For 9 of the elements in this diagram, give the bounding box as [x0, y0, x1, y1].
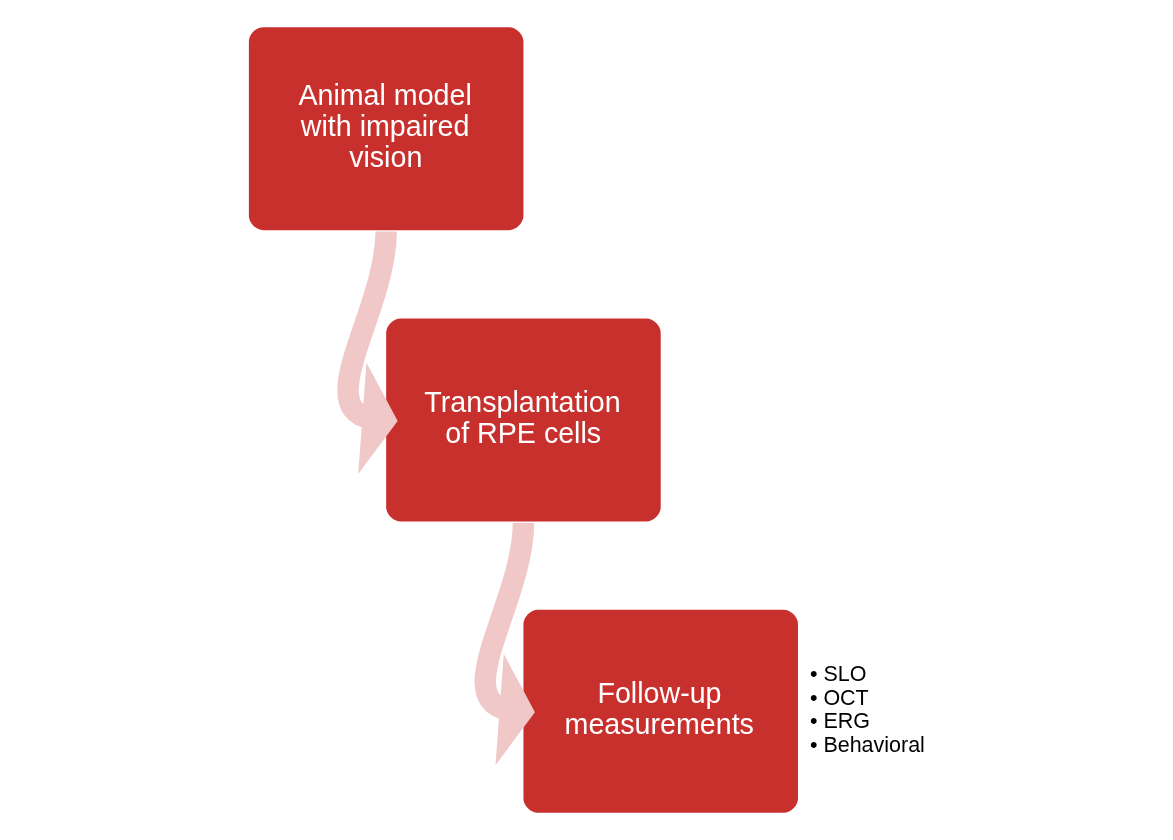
node-box: Transplantation of RPE cells: [385, 318, 661, 522]
node-label: • Behavioral: [809, 733, 925, 758]
arrow: [474, 521, 535, 766]
arrow: [337, 230, 398, 474]
node-box: Follow-up measurements: [522, 609, 798, 813]
node-box: Animal model with impaired vision: [248, 27, 523, 231]
node-label: • ERG: [809, 709, 870, 734]
node-label: • SLO: [809, 661, 866, 686]
node-label: • OCT: [809, 685, 869, 710]
